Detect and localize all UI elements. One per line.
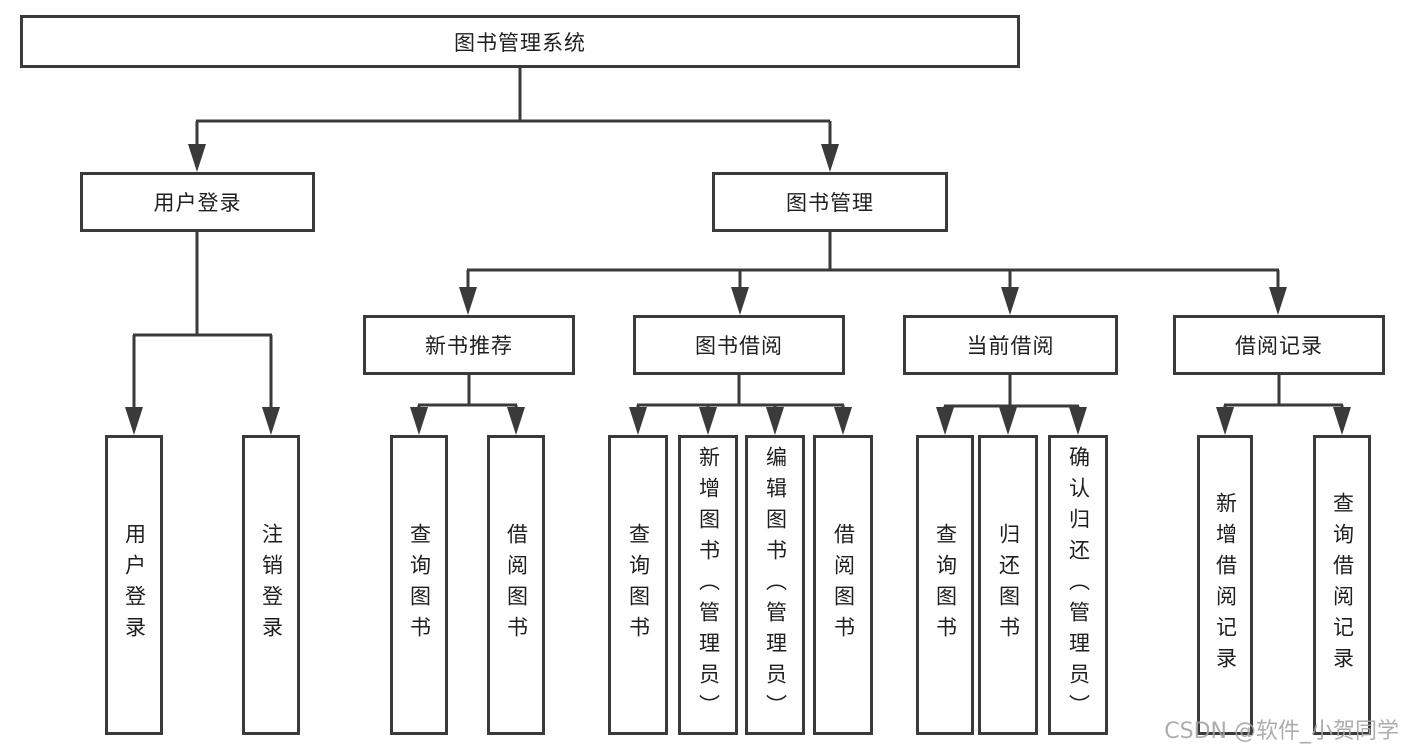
node-label: 图书借阅 — [695, 334, 783, 358]
csdn-watermark: CSDN @软件_小贺同学 — [1164, 719, 1399, 744]
node-new-book-recommendation: 新书推荐 — [363, 315, 575, 375]
leaf-label: 注销登录 — [259, 523, 284, 647]
leaf-label: 归还图书 — [996, 523, 1021, 647]
node-book-management: 图书管理 — [712, 172, 948, 232]
node-label: 图书管理系统 — [454, 30, 586, 55]
leaf-label: 新增借阅记录 — [1213, 492, 1238, 678]
leaf-add-book-admin: 新增图书（管理员） — [678, 435, 738, 735]
leaf-query-books-current: 查询图书 — [916, 435, 974, 735]
arrowheads — [125, 144, 1351, 435]
leaf-label: 新增图书（管理员） — [696, 445, 721, 725]
leaf-add-borrow-record: 新增借阅记录 — [1197, 435, 1253, 735]
leaf-borrow-books-borrowing: 借阅图书 — [813, 435, 873, 735]
leaf-return-book: 归还图书 — [978, 435, 1038, 735]
leaf-query-books-borrowing: 查询图书 — [608, 435, 668, 735]
node-label: 新书推荐 — [425, 334, 513, 358]
leaf-query-books-recommendation: 查询图书 — [390, 435, 448, 735]
leaf-label: 查询图书 — [407, 523, 432, 647]
leaf-label: 用户登录 — [122, 523, 147, 647]
leaf-label: 查询借阅记录 — [1330, 492, 1355, 678]
leaf-label: 编辑图书（管理员） — [763, 445, 788, 725]
leaf-confirm-return-admin: 确认归还（管理员） — [1048, 435, 1108, 735]
node-label: 用户登录 — [153, 191, 242, 215]
leaf-user-login: 用户登录 — [105, 435, 163, 735]
node-user-login: 用户登录 — [80, 172, 315, 232]
leaf-borrow-books-recommendation: 借阅图书 — [487, 435, 545, 735]
leaf-label: 查询图书 — [933, 523, 958, 647]
node-library-management-system: 图书管理系统 — [20, 15, 1020, 68]
node-borrowing-records: 借阅记录 — [1173, 315, 1385, 375]
node-label: 借阅记录 — [1235, 334, 1323, 358]
leaf-label: 借阅图书 — [504, 523, 529, 647]
leaf-query-borrow-record: 查询借阅记录 — [1313, 435, 1371, 735]
node-label: 当前借阅 — [966, 334, 1055, 358]
leaf-label: 查询图书 — [626, 523, 651, 647]
leaf-logout: 注销登录 — [242, 435, 300, 735]
leaf-edit-book-admin: 编辑图书（管理员） — [745, 435, 805, 735]
leaf-label: 借阅图书 — [831, 523, 856, 647]
node-label: 图书管理 — [786, 191, 874, 215]
node-current-borrowing: 当前借阅 — [903, 315, 1118, 375]
node-book-borrowing: 图书借阅 — [633, 315, 845, 375]
leaf-label: 确认归还（管理员） — [1066, 445, 1091, 725]
